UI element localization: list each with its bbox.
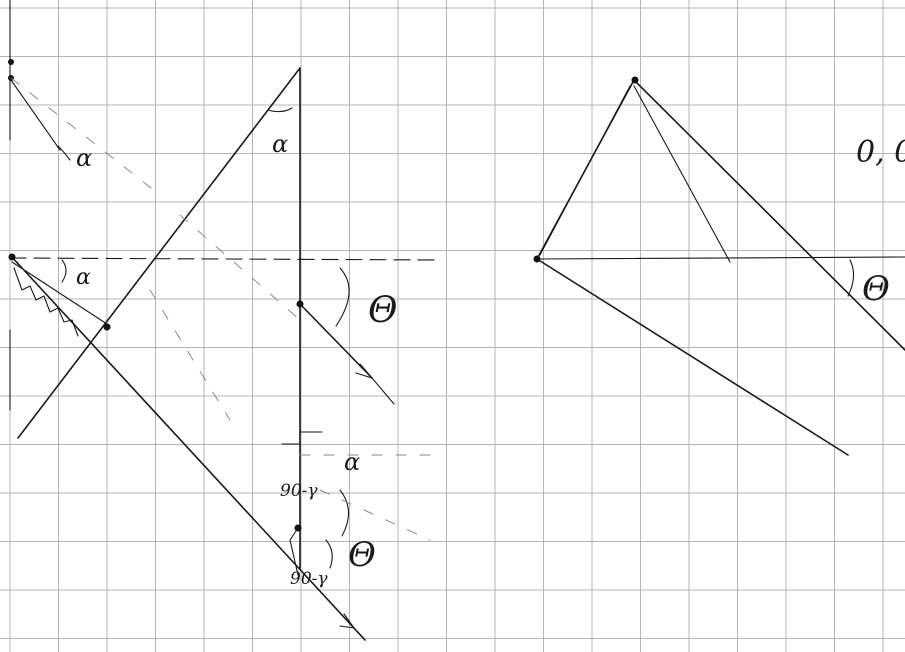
lower-short-strokes [289, 527, 299, 576]
right-long-diagonal [633, 79, 905, 351]
label-ninety-minus-gamma-upper: 90-γ [280, 481, 318, 501]
point-top-a [8, 59, 14, 65]
arc-theta-lower [325, 539, 333, 569]
label-alpha-top-vertical: α [272, 130, 288, 158]
right-inner-line [633, 85, 731, 263]
arrowhead-lower [339, 613, 355, 629]
slanted-line-upward [17, 67, 301, 439]
faint-dashed-guide-a [149, 289, 231, 421]
right-figure: Θ 0, 0 [533, 76, 905, 456]
reflected-ray-upper [299, 303, 373, 379]
label-alpha-lower: α [344, 448, 360, 476]
dashed-ray-from-top-point [10, 77, 161, 196]
right-apex-point [631, 76, 639, 84]
label-alpha-horizontal: α [76, 265, 91, 290]
arc-theta-upper [335, 267, 350, 327]
label-theta-lower: Θ [348, 535, 376, 575]
faint-dashed-guide-b [179, 214, 301, 321]
right-lower-ray [536, 258, 849, 456]
left-figure: α α α Θ α 90-γ Θ 90-γ [8, 0, 441, 641]
intersection-point [103, 323, 111, 331]
short-diagonal-stroke [11, 261, 111, 327]
label-ninety-minus-gamma-lower: 90-γ [290, 569, 328, 589]
right-left-point [533, 255, 541, 263]
label-alpha-top-left: α [76, 144, 92, 172]
horizontal-dashed-axis [9, 257, 441, 261]
arc-alpha-top [267, 107, 293, 113]
label-theta-upper: Θ [368, 290, 398, 331]
hatched-boundary [13, 267, 79, 337]
short-ray-from-top-point [10, 79, 61, 151]
right-left-edge-double [539, 85, 631, 256]
arc-ninety-minus-gamma [339, 489, 350, 537]
arc-alpha-horizontal [61, 259, 67, 283]
right-horizontal-line [536, 256, 905, 260]
right-angle-icon [281, 431, 323, 445]
reflected-ray-upper-extension [371, 377, 395, 405]
arc-alpha-top-left [57, 145, 71, 161]
label-edge-marks: 0, 0 [856, 135, 905, 170]
main-diagonal-ray [9, 254, 366, 641]
faint-dashed-guide-c [319, 489, 431, 541]
origin-point [8, 253, 16, 261]
arc-theta-right [847, 259, 855, 297]
label-theta-right: Θ [862, 269, 890, 309]
